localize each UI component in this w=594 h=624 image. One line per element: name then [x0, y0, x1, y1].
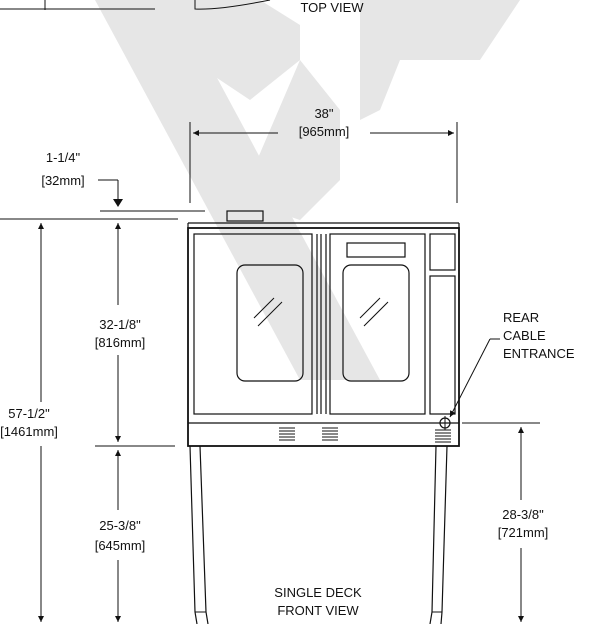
leg-height-imperial: 25-3/8" — [99, 518, 141, 533]
width-imperial: 38" — [314, 106, 333, 121]
left-door-window — [236, 264, 304, 382]
overall-height-metric: [1461mm] — [0, 424, 58, 439]
cable-entrance-icon — [438, 416, 452, 430]
control-panel-lower — [429, 275, 456, 415]
vent-grille-icon — [435, 429, 451, 443]
top-view-remnant: TOP VIEW — [0, 0, 364, 15]
glass-reflection-icon — [253, 297, 283, 327]
top-offset-metric: [32mm] — [41, 173, 84, 188]
cable-height-imperial: 28-3/8" — [502, 507, 544, 522]
front-view-label-1: SINGLE DECK — [274, 585, 362, 600]
oven-body — [187, 210, 460, 624]
rear-cable-label-3: ENTRANCE — [503, 346, 575, 361]
rear-cable-label-1: REAR — [503, 310, 539, 325]
cable-height-metric: [721mm] — [498, 525, 549, 540]
overall-height-dimension: 57-1/2" [1461mm] — [0, 223, 58, 622]
oven-cabinet — [187, 227, 460, 447]
watermark — [95, 0, 520, 380]
rear-cable-label-2: CABLE — [503, 328, 546, 343]
right-door-window — [342, 264, 410, 382]
cabinet-height-metric: [816mm] — [95, 335, 146, 350]
door-handle — [346, 242, 406, 258]
glass-reflection-icon — [359, 297, 389, 327]
cable-height-dimension: 28-3/8" [721mm] — [462, 422, 549, 622]
oven-legs — [189, 445, 448, 624]
width-dimension: 38" [965mm] — [189, 106, 458, 203]
vent-grille-icon — [322, 427, 338, 441]
top-view-label: TOP VIEW — [300, 0, 364, 15]
width-metric: [965mm] — [299, 124, 350, 139]
cabinet-height-dimension: 32-1/8" [816mm] — [95, 223, 175, 447]
leg-height-dimension: 25-3/8" [645mm] — [95, 450, 146, 622]
left-door — [193, 233, 313, 415]
cabinet-height-imperial: 32-1/8" — [99, 317, 141, 332]
top-offset-dimension: 1-1/4" [32mm] — [0, 150, 205, 220]
top-offset-imperial: 1-1/4" — [46, 150, 81, 165]
top-vent-cap — [226, 210, 264, 222]
control-panel-upper — [429, 233, 456, 271]
vent-grille-icon — [279, 427, 295, 441]
front-view-caption: SINGLE DECK FRONT VIEW — [274, 585, 362, 618]
right-door — [329, 233, 426, 415]
overall-height-imperial: 57-1/2" — [8, 406, 50, 421]
front-view-label-2: FRONT VIEW — [277, 603, 359, 618]
leg-height-metric: [645mm] — [95, 538, 146, 553]
rear-cable-callout: REAR CABLE ENTRANCE — [449, 310, 575, 418]
